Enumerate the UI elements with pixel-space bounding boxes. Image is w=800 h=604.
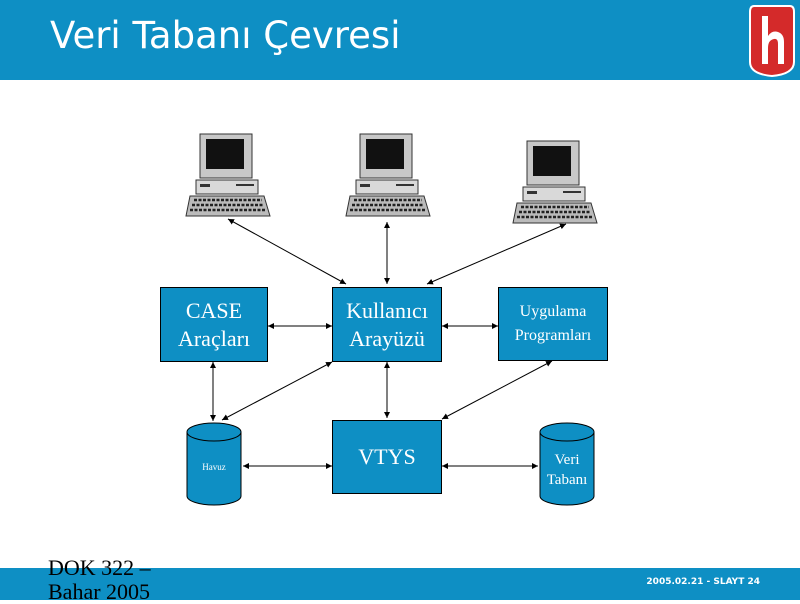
connector-apps-dbms (441, 360, 553, 420)
application-programs-box: Uygulama Programları (498, 287, 608, 361)
university-logo-icon (749, 5, 795, 78)
connector-pc1-interface (227, 218, 347, 285)
dbms-box: VTYS (332, 420, 442, 494)
database-cylinder (539, 422, 595, 506)
repository-cylinder (186, 422, 242, 506)
database-label: Veri Tabanı (546, 452, 588, 488)
title-bar (0, 0, 800, 80)
footer-bar (0, 568, 800, 600)
slide-number: 2005.02.21 - SLAYT 24 (646, 577, 760, 587)
connector-pc3-interface (426, 223, 567, 285)
user-interface-box: Kullanıcı Arayüzü (332, 287, 442, 362)
workstation-2-computer-icon (344, 132, 432, 218)
course-label: DOK 322 – Bahar 2005 (48, 555, 151, 604)
workstation-1-computer-icon (184, 132, 272, 218)
workstation-3-computer-icon (511, 139, 599, 225)
slide-title: Veri Tabanı Çevresi (50, 14, 401, 57)
connector-interface-repository (221, 361, 333, 421)
case-tools-box: CASE Araçları (160, 287, 268, 362)
repository-label: Havuz (202, 462, 226, 472)
